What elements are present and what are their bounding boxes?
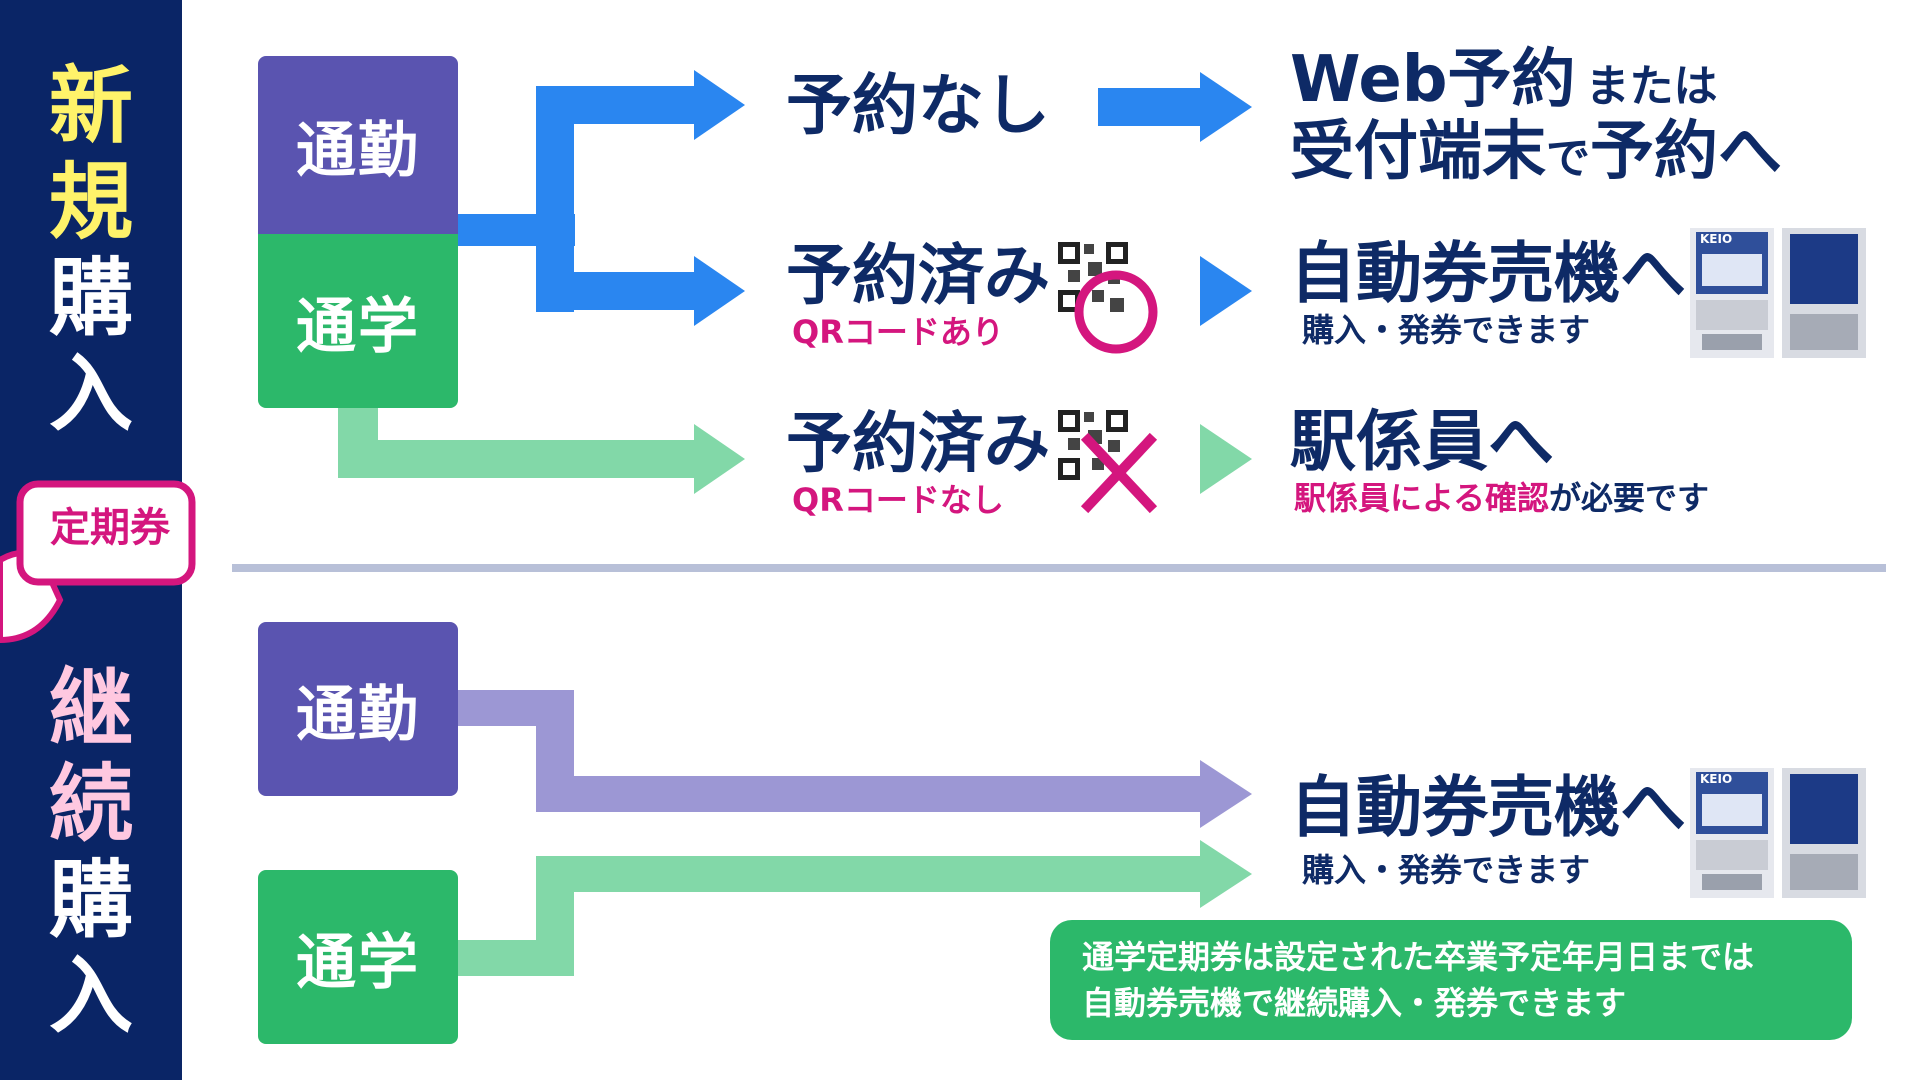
status-reserved-no-qr: 予約済み: [786, 405, 1050, 482]
school-label: 通学: [296, 927, 420, 998]
ticket-machine-brand: KEIO: [1700, 772, 1733, 786]
school-pass-note: 通学定期券は設定された卒業予定年月日までは 自動券売機で継続購入・発券できます: [1050, 920, 1852, 1040]
ticket-machine-graphic: [1690, 228, 1866, 358]
commute-label: 通勤: [296, 115, 420, 186]
continue-purchase-char: 継: [48, 659, 133, 757]
result-ticket-machine: 自動券売機へ: [1290, 235, 1686, 312]
arrow-reserved-qr: [536, 256, 745, 326]
new-purchase-char: 新: [48, 57, 133, 155]
circle-ok-icon: [1074, 270, 1158, 354]
continue-purchase-title: 継 続 購 入: [0, 660, 182, 1044]
staff-confirmation-text: 駅係員による確認: [1294, 479, 1550, 517]
staff-required-text: が必要です: [1549, 479, 1710, 517]
result-reserve-text: 予約へ: [1590, 115, 1782, 189]
result-or-text: または: [1585, 61, 1718, 112]
result-station-staff: 駅係員へ: [1290, 403, 1554, 480]
note-line: 通学定期券は設定された卒業予定年月日までは: [1082, 938, 1755, 976]
ticket-machine-graphic: [1690, 768, 1866, 898]
school-box-new: 通学: [258, 234, 458, 408]
new-purchase-char: 入: [48, 345, 133, 443]
result-ticket-machine-sub: 購入・発券できます: [1302, 311, 1591, 349]
continue-purchase-char: 続: [48, 755, 133, 853]
commute-box-continue: 通勤: [258, 622, 458, 796]
qr-code-icon: [1058, 242, 1128, 312]
new-purchase-char: 規: [48, 153, 133, 251]
school-box-continue: 通学: [258, 870, 458, 1044]
continue-purchase-char: 入: [48, 947, 133, 1045]
ticket-machine-brand: KEIO: [1700, 232, 1733, 246]
continue-purchase-char: 購: [48, 851, 133, 949]
result-web-text: Web予約: [1290, 43, 1576, 117]
ticket-machine-image: KEIO: [1690, 228, 1890, 358]
section-divider: [232, 564, 1886, 572]
cross-ng-icon: [1080, 432, 1158, 514]
arrow-continue-commute: [455, 690, 1252, 828]
result-de-text: で: [1546, 133, 1590, 184]
result-kiosk-reservation: 受付端末で予約へ: [1290, 116, 1782, 195]
note-line: 自動券売機で継続購入・発券できます: [1082, 984, 1627, 1022]
commute-label: 通勤: [296, 679, 420, 750]
result-kiosk-text: 受付端末: [1290, 115, 1546, 189]
result-ticket-machine-continue: 自動券売機へ: [1290, 769, 1686, 846]
status-qr-available: QRコードあり: [792, 313, 1004, 351]
commute-box-new: 通勤: [258, 56, 458, 234]
arrowhead-to-station-staff: [1200, 424, 1252, 494]
result-station-staff-sub: 駅係員による確認が必要です: [1294, 478, 1709, 518]
status-reserved-qr: 予約済み: [786, 237, 1050, 314]
pass-badge-shape: [0, 480, 196, 644]
pass-badge: 定期券: [14, 478, 194, 588]
ticket-machine-image: KEIO: [1690, 768, 1890, 898]
status-qr-unavailable: QRコードなし: [792, 481, 1004, 519]
new-purchase-char: 購: [48, 249, 133, 347]
new-purchase-title: 新 規 購 入: [0, 58, 182, 442]
arrow-reserved-no-qr: [338, 400, 745, 494]
school-label: 通学: [296, 291, 420, 362]
arrow-continue-school: [455, 840, 1252, 976]
pass-badge-label: 定期券: [50, 505, 170, 551]
status-no-reservation: 予約なし: [786, 67, 1050, 144]
result-ticket-machine-continue-sub: 購入・発券できます: [1302, 851, 1591, 889]
result-web-reservation: Web予約または: [1290, 44, 1718, 123]
arrowhead-to-ticket-machine: [1200, 256, 1252, 326]
arrow-to-web-reservation: [1098, 72, 1252, 142]
